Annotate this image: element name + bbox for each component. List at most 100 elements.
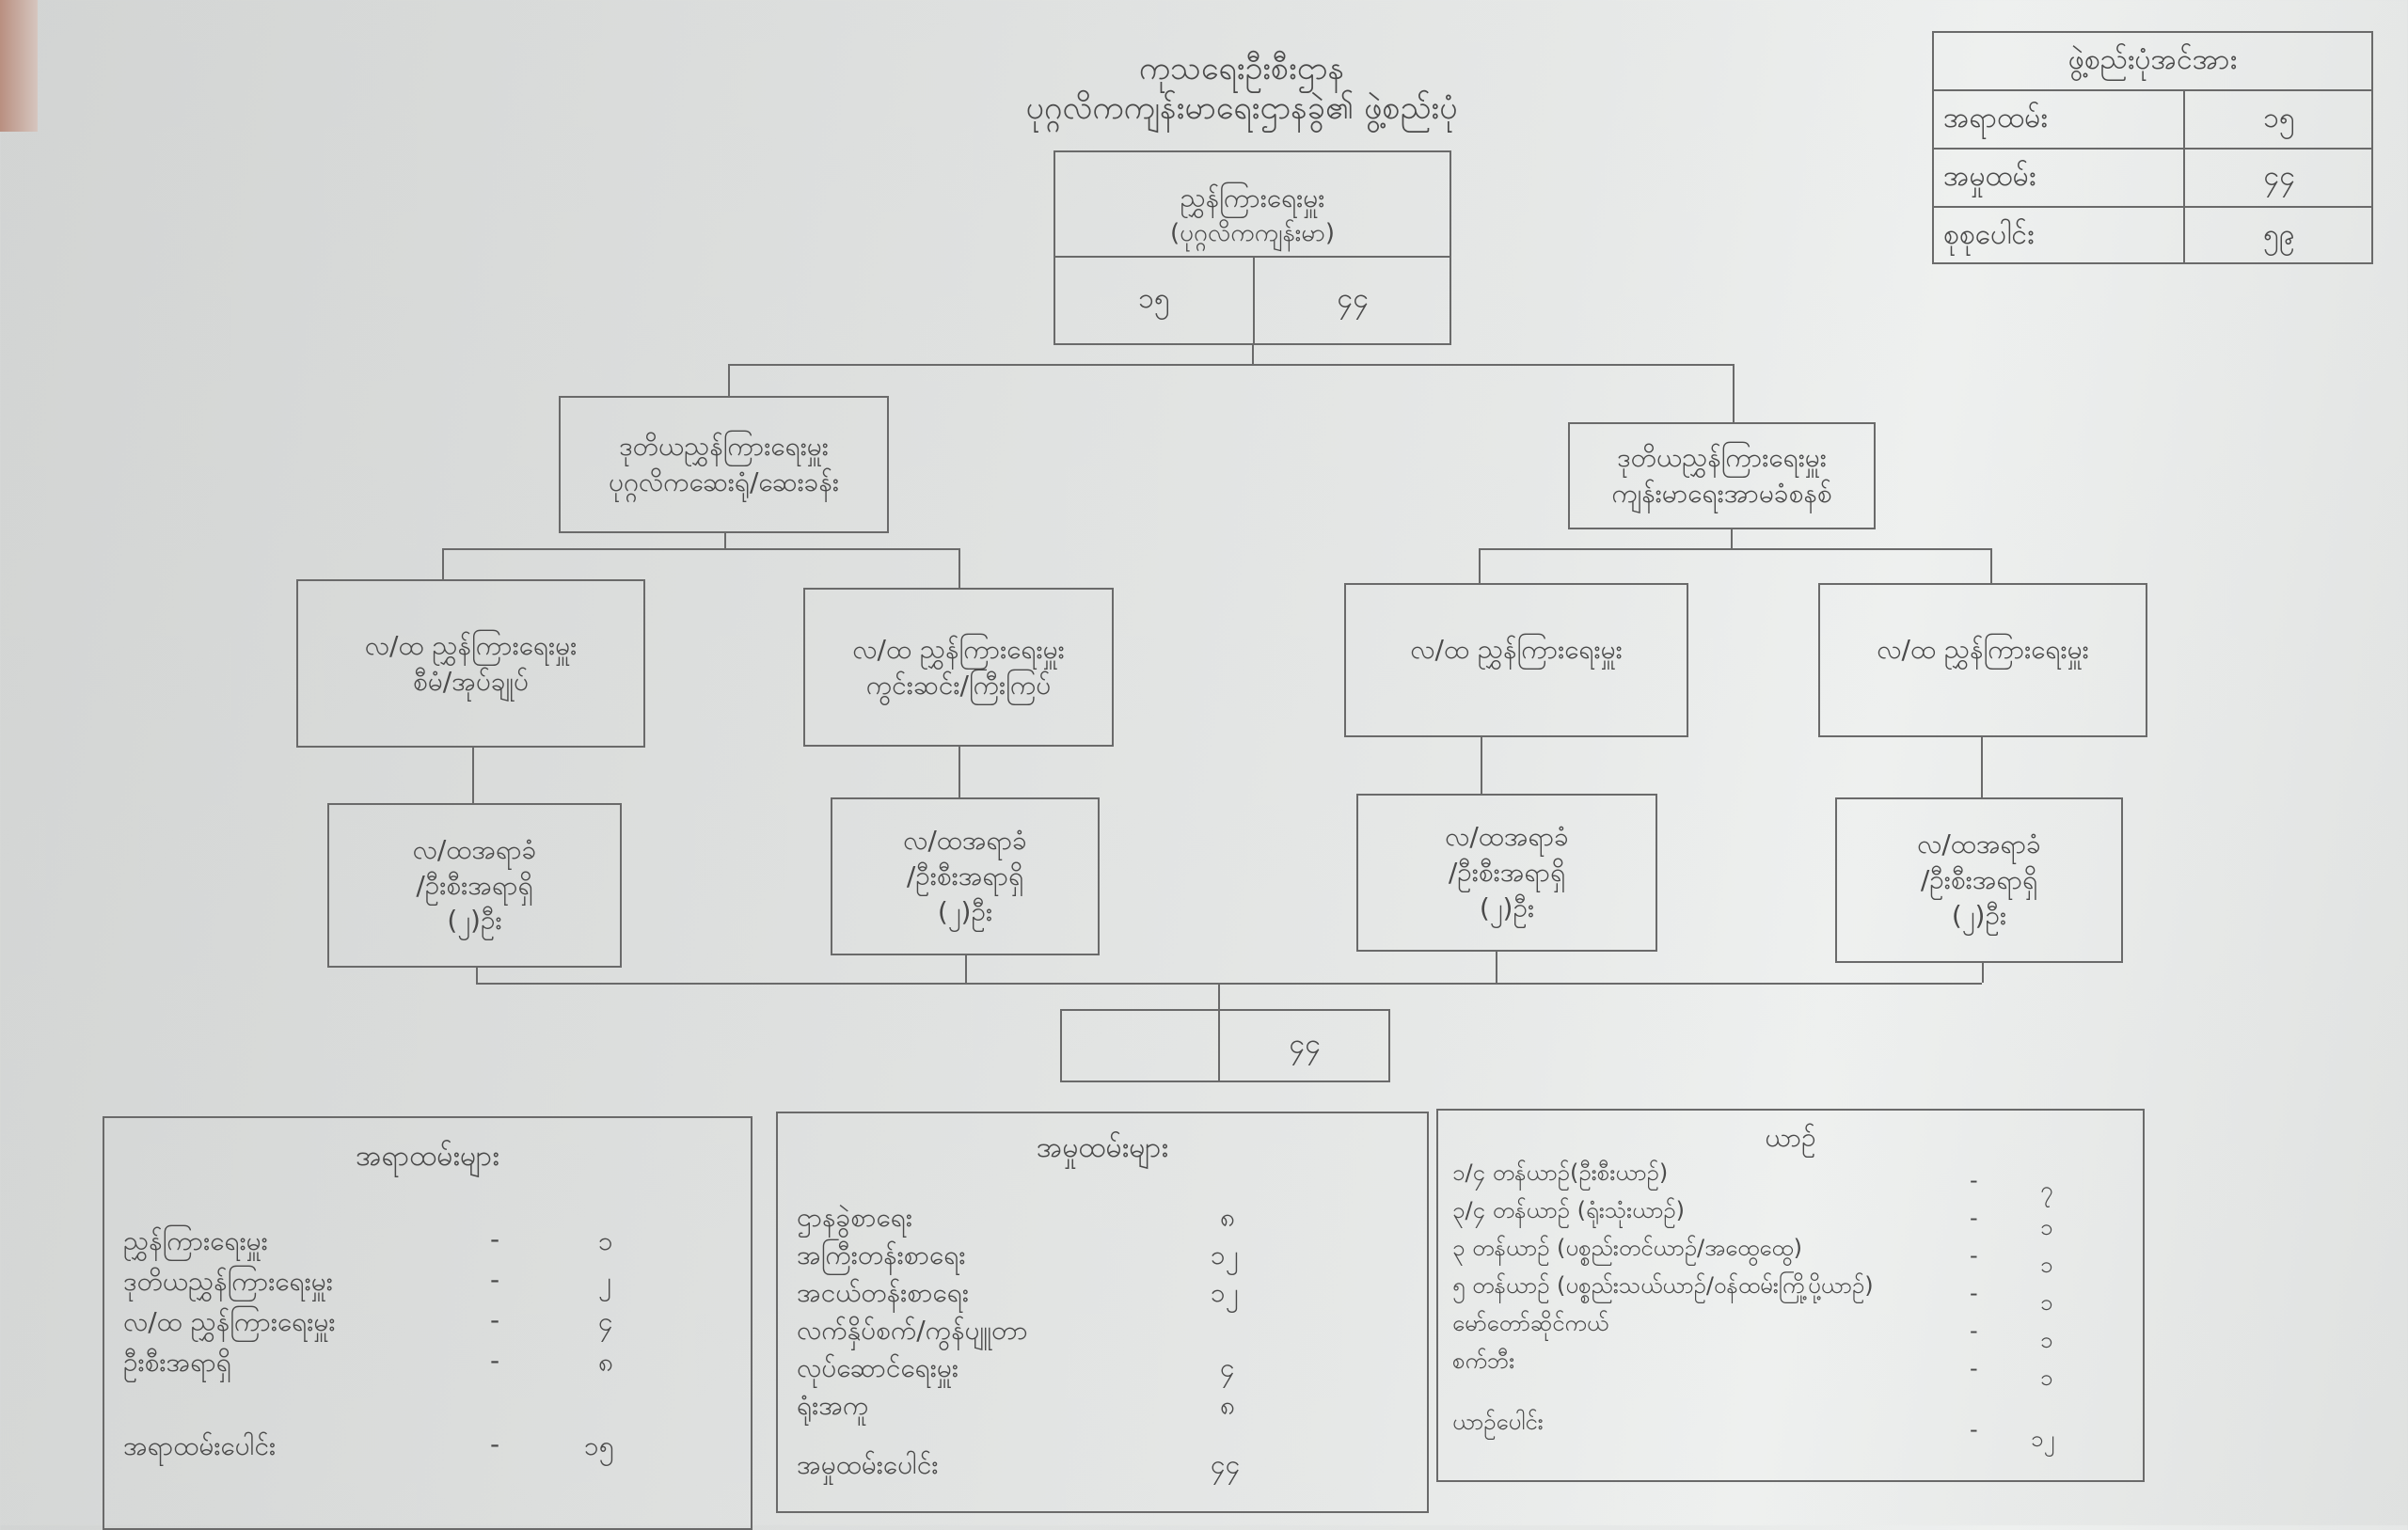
connector — [958, 747, 960, 797]
item-label: မော်တော်ဆိုင်ကယ် — [1452, 1310, 1609, 1336]
assistant-director-title: လ/ထ ညွှန်ကြားရေးမှူး — [852, 633, 1065, 665]
item-value: ၁၂ — [1211, 1277, 1239, 1308]
connector — [1733, 364, 1735, 422]
list-item: ၁/၄ တန်ယာဉ်(ဦးစီးယာဉ်)-၇ — [1452, 1158, 2124, 1203]
officer-subtitle: /ဦးစီးအရာရှိ — [1448, 857, 1566, 889]
assistant-director-box: လ/ထ ညွှန်ကြားရေးမှူး — [1344, 583, 1688, 737]
assistant-director-box: လ/ထ ညွှန်ကြားရေးမှူး စီမံ/အုပ်ချုပ် — [296, 579, 645, 748]
assistant-director-title: လ/ထ ညွှန်ကြားရေးမှူး — [1410, 634, 1623, 665]
item-dash: - — [1970, 1242, 1978, 1269]
assistant-director-title: လ/ထ ညွှန်ကြားရေးမှူး — [1877, 634, 2089, 665]
deputy-section: ကျန်းမာရေးအာမခံစနစ် — [1611, 478, 1832, 509]
officer-box: လ/ထအရာခံ /ဦးစီးအရာရှိ (၂)ဦး — [831, 797, 1100, 955]
assistant-director-box: လ/ထ ညွှန်ကြားရေးမှူး — [1818, 583, 2147, 737]
list-item: ၅ တန်ယာဉ် (ပစ္စည်းသယ်ယာဉ်/ဝန်ထမ်းကြို့ပိ… — [1452, 1270, 2124, 1316]
officer-title: လ/ထအရာခံ — [1445, 821, 1569, 853]
staff-panel: အမှုထမ်းများ ဌာနခွဲစာရေး၈ အကြီးတန်းစာရေး… — [776, 1112, 1429, 1513]
connector — [1496, 952, 1497, 983]
item-dash: - — [1970, 1280, 1978, 1306]
list-item: စက်ဘီး-၁ — [1452, 1346, 2124, 1391]
staff-panel-header: အမှုထမ်းများ — [1036, 1131, 1169, 1164]
item-label: ရုံးအကူ — [797, 1390, 869, 1421]
deputy-director-box: ဒုတိယညွှန်ကြားရေးမှူး ကျန်းမာရေးအာမခံစနစ… — [1568, 422, 1876, 529]
deputy-title: ဒုတိယညွှန်ကြားရေးမှူး — [1617, 442, 1827, 474]
chart-title: ပုဂ္ဂလိကကျန်းမာရေးဌာနခွဲ၏ ဖွဲ့စည်းပုံ — [1025, 89, 1458, 127]
list-item: မော်တော်ဆိုင်ကယ်-၁ — [1452, 1308, 2124, 1353]
item-dash: - — [1970, 1205, 1978, 1231]
officer-subtitle: /ဦးစီးအရာရှိ — [906, 860, 1024, 892]
item-dash: - — [490, 1223, 500, 1254]
item-label: ၃/၄ တန်ယာဉ် (ရုံးသုံးယာဉ်) — [1452, 1197, 1685, 1223]
director-officer-count: ၁၅ — [1138, 281, 1170, 315]
item-value: ၁ — [2040, 1327, 2053, 1353]
connector — [1731, 529, 1733, 548]
officer-count: (၂)ဦး — [1479, 891, 1535, 923]
item-value: ၈ — [598, 1347, 613, 1378]
staff-total-box: ၄၄ — [1060, 1009, 1390, 1082]
list-item: ဒုတိယညွှန်ကြားရေးမှူး - ၂ — [123, 1264, 732, 1301]
officer-box: လ/ထအရာခံ /ဦးစီးအရာရှိ (၂)ဦး — [1835, 797, 2123, 963]
officer-box: လ/ထအရာခံ /ဦးစီးအရာရှိ (၂)ဦး — [327, 803, 622, 968]
item-label: ၃ တန်ယာဉ် (ပစ္စည်းတင်ယာဉ်/အထွေထွေ) — [1452, 1235, 1802, 1261]
item-label: လ/ထ ညွှန်ကြားရေးမှူး — [123, 1306, 336, 1337]
officer-subtitle: /ဦးစီးအရာရှိ — [1920, 864, 2038, 896]
list-item: ရုံးအကူ ၈ — [797, 1388, 1408, 1426]
connector — [1990, 548, 1992, 583]
department-title: ကုသရေးဦးစီးဌာန — [1138, 50, 1345, 87]
assistant-director-section: စီမံ/အုပ်ချုပ် — [412, 665, 530, 697]
item-dash: - — [1970, 1167, 1978, 1193]
item-dash: - — [490, 1304, 500, 1335]
connector — [476, 983, 1982, 985]
assistant-director-box: လ/ထ ညွှန်ကြားရေးမှူး ကွင်းဆင်း/ကြီးကြပ် — [803, 588, 1114, 747]
strength-label-officers: အရာထမ်း — [1943, 101, 2048, 134]
list-item: ညွှန်ကြားရေးမှူး-၁ — [123, 1223, 732, 1261]
item-label: ၅ တန်ယာဉ် (ပစ္စည်းသယ်ယာဉ်/ဝန်ထမ်းကြို့ပိ… — [1452, 1272, 1874, 1299]
list-item: ဌာနခွဲစာရေး ၈ — [797, 1200, 1408, 1238]
officers-panel-header: အရာထမ်းများ — [356, 1140, 499, 1173]
deputy-title: ဒုတိယညွှန်ကြားရေးမှူး — [619, 431, 829, 463]
total-label: အမှုထမ်းပေါင်း — [797, 1449, 939, 1480]
item-dash: - — [490, 1428, 500, 1459]
item-dash: - — [1970, 1355, 1978, 1381]
item-label: ၁/၄ တန်ယာဉ်(ဦးစီးယာဉ်) — [1452, 1159, 1669, 1186]
item-value: ၈ — [1220, 1202, 1235, 1233]
photo-edge — [0, 0, 38, 132]
total-value: ၄၄ — [1211, 1449, 1241, 1480]
connector — [965, 955, 967, 983]
item-label: ဌာနခွဲစာရေး — [797, 1202, 912, 1233]
item-label: ဒုတိယညွှန်ကြားရေးမှူး — [123, 1266, 333, 1297]
total-label: အရာထမ်းပေါင်း — [123, 1430, 277, 1461]
connector — [1981, 737, 1983, 797]
connector — [728, 364, 730, 396]
connector — [1479, 548, 1481, 583]
connector — [1982, 963, 1984, 983]
assistant-director-title: လ/ထ ညွှန်ကြားရေးမှူး — [364, 629, 578, 661]
list-item: ဦးစီးအရာရှိ-၈ — [123, 1345, 732, 1382]
connector — [1218, 983, 1220, 1009]
item-value: ၂ — [598, 1266, 611, 1297]
director-box: ညွှန်ကြားရေးမှူး (ပုဂ္ဂလိကကျန်းမာ) ၁၅ ၄၄ — [1054, 150, 1451, 345]
connector — [1479, 548, 1990, 550]
item-dash: - — [490, 1345, 500, 1376]
item-dash: - — [490, 1264, 500, 1295]
vehicles-panel-header: ယာဉ် — [1765, 1122, 1816, 1153]
staff-box-count: ၄၄ — [1289, 1027, 1321, 1061]
item-dash: - — [1970, 1416, 1978, 1443]
officer-count: (၂)ဦး — [1951, 899, 2007, 931]
officer-subtitle: /ဦးစီးအရာရှိ — [416, 869, 533, 901]
total-row: ယာဉ်ပေါင်း-၁၂ — [1452, 1407, 2124, 1452]
item-label: အငယ်တန်းစာရေး — [797, 1277, 969, 1308]
item-value: ၄ — [1220, 1352, 1235, 1383]
connector — [476, 968, 478, 983]
officer-count: (၂)ဦး — [447, 905, 502, 937]
connector — [728, 364, 1733, 366]
deputy-director-box: ဒုတိယညွှန်ကြားရေးမှူး ပုဂ္ဂလိကဆေးရုံ/ဆေး… — [559, 396, 889, 533]
connector — [1252, 345, 1254, 364]
connector — [958, 548, 960, 588]
director-title: ညွှန်ကြားရေးမှူး — [1180, 182, 1325, 213]
total-label: ယာဉ်ပေါင်း — [1452, 1409, 1544, 1435]
strength-value-total: ၅၉ — [2263, 217, 2295, 251]
director-staff-count: ၄၄ — [1337, 281, 1369, 315]
item-value: ၁ — [2040, 1252, 2053, 1278]
item-value: ၈ — [1220, 1390, 1235, 1421]
